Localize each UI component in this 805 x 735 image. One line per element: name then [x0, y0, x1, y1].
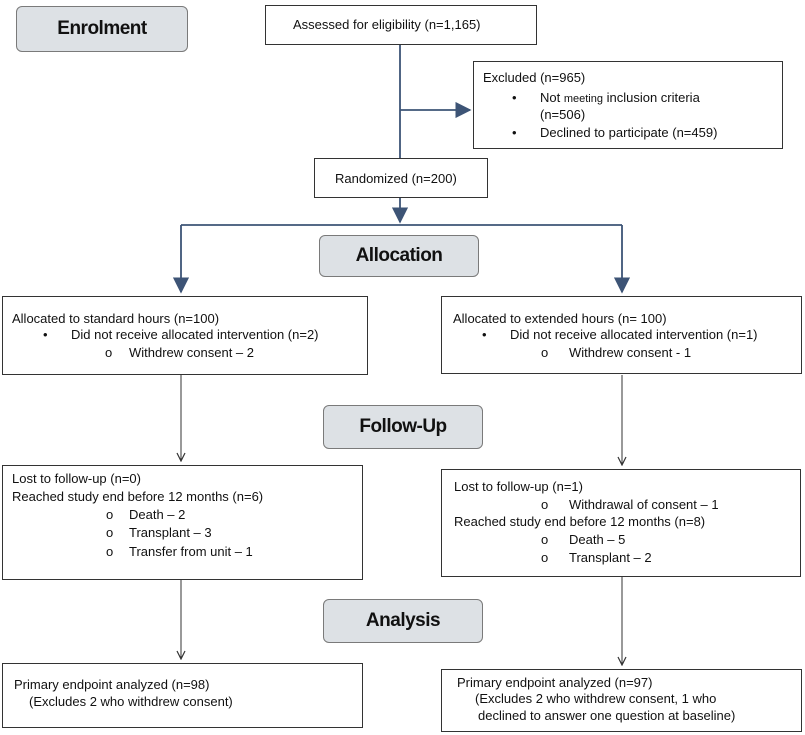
- allocation-right-sub: Did not receive allocated intervention (…: [510, 327, 758, 342]
- stage-enrolment: Enrolment: [16, 6, 188, 52]
- bullet-circle: o: [541, 345, 549, 360]
- bullet-circle: o: [106, 507, 114, 522]
- stage-allocation: Allocation: [319, 235, 479, 277]
- bullet-circle: o: [541, 497, 549, 512]
- analysis-right-line3: declined to answer one question at basel…: [478, 708, 736, 723]
- bullet-dot: •: [512, 90, 517, 105]
- assessed-box: Assessed for eligibility (n=1,165): [265, 5, 537, 45]
- randomized-box: Randomized (n=200): [314, 158, 488, 198]
- analysis-left-line1: Primary endpoint analyzed (n=98): [14, 677, 210, 692]
- follow-right-lost-item: Withdrawal of consent – 1: [569, 497, 719, 512]
- allocation-left-box: Allocated to standard hours (n=100) • Di…: [2, 296, 368, 375]
- allocation-right-box: Allocated to extended hours (n= 100) • D…: [441, 296, 802, 374]
- follow-right-item: Transplant – 2: [569, 550, 652, 565]
- excluded-title: Excluded (n=965): [483, 70, 586, 85]
- analysis-right-line1: Primary endpoint analyzed (n=97): [457, 675, 653, 690]
- bullet-circle: o: [106, 525, 114, 540]
- allocation-right-title: Allocated to extended hours (n= 100): [453, 311, 667, 326]
- bullet-circle: o: [541, 550, 549, 565]
- follow-left-lost: Lost to follow-up (n=0): [12, 471, 141, 486]
- stage-analysis: Analysis: [323, 599, 483, 643]
- follow-right-item: Death – 5: [569, 532, 626, 547]
- follow-left-reached: Reached study end before 12 months (n=6): [12, 489, 264, 504]
- bullet-dot: •: [482, 327, 487, 342]
- randomized-text: Randomized (n=200): [335, 171, 457, 186]
- excluded-item-1-small: meeting: [563, 93, 603, 105]
- follow-left-item: Death – 2: [129, 507, 186, 522]
- follow-left-box: Lost to follow-up (n=0) Reached study en…: [2, 465, 363, 580]
- bullet-circle: o: [106, 544, 114, 559]
- bullet-circle: o: [541, 532, 549, 547]
- follow-right-reached: Reached study end before 12 months (n=8): [454, 514, 706, 529]
- bullet-circle: o: [105, 345, 113, 360]
- follow-left-item: Transfer from unit – 1: [129, 544, 253, 559]
- stage-follow-up: Follow-Up: [323, 405, 483, 449]
- analysis-right-line2: (Excludes 2 who withdrew consent, 1 who: [475, 691, 717, 706]
- excluded-item-1-cont: (n=506): [540, 107, 586, 122]
- follow-right-lost: Lost to follow-up (n=1): [454, 479, 583, 494]
- excluded-item-1-a: Not: [540, 90, 564, 105]
- bullet-dot: •: [512, 125, 517, 140]
- allocation-left-sub: Did not receive allocated intervention (…: [71, 327, 319, 342]
- analysis-left-line2: (Excludes 2 who withdrew consent): [29, 694, 233, 709]
- allocation-left-subsub: Withdrew consent – 2: [129, 345, 255, 360]
- excluded-item-2: Declined to participate (n=459): [540, 125, 718, 140]
- excluded-item-1-b: inclusion criteria: [602, 90, 700, 105]
- allocation-right-subsub: Withdrew consent - 1: [569, 345, 692, 360]
- analysis-left-box: Primary endpoint analyzed (n=98) (Exclud…: [2, 663, 363, 728]
- bullet-dot: •: [43, 327, 48, 342]
- analysis-right-box: Primary endpoint analyzed (n=97) (Exclud…: [441, 669, 802, 732]
- follow-left-item: Transplant – 3: [129, 525, 212, 540]
- assessed-text: Assessed for eligibility (n=1,165): [293, 17, 481, 32]
- excluded-item-1: Not meeting inclusion criteria: [540, 90, 700, 107]
- excluded-box: Excluded (n=965) • Not meeting inclusion…: [473, 61, 783, 149]
- follow-right-box: Lost to follow-up (n=1) o Withdrawal of …: [441, 469, 801, 577]
- allocation-left-title: Allocated to standard hours (n=100): [12, 311, 220, 326]
